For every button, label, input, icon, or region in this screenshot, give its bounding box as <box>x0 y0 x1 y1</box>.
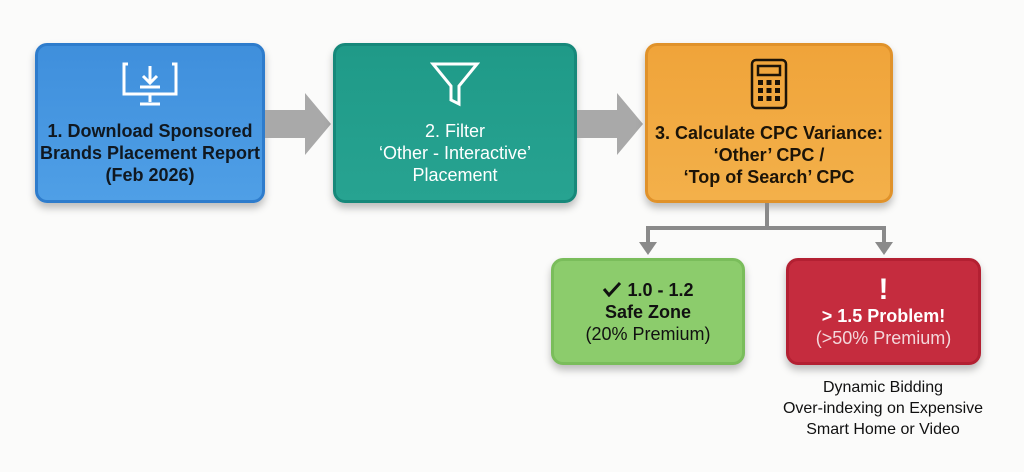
step-3-line-3: ‘Top of Search’ CPC <box>683 167 855 187</box>
calculator-icon <box>750 58 788 110</box>
problem-caption: Dynamic Bidding Over-indexing on Expensi… <box>773 377 993 440</box>
step-2-filter-placement: 2. Filter ‘Other - Interactive’ Placemen… <box>333 43 577 203</box>
caption-line-3: Smart Home or Video <box>806 421 960 438</box>
caption-line-1: Dynamic Bidding <box>822 379 944 396</box>
step-2-line-3: Placement <box>412 165 498 185</box>
step-3-calculate-cpc-variance: 3. Calculate CPC Variance: ‘Other’ CPC /… <box>645 43 893 203</box>
checkmark-icon <box>603 281 622 297</box>
connector-horizontal <box>646 226 886 230</box>
safe-range-row: 1.0 - 1.2 <box>602 279 694 301</box>
problem-note: (>50% Premium) <box>815 327 952 348</box>
step-3-line-2: ‘Other’ CPC / <box>713 145 825 165</box>
outcome-safe-zone: 1.0 - 1.2 Safe Zone (20% Premium) <box>551 258 745 365</box>
safe-range: 1.0 - 1.2 <box>627 279 694 300</box>
arrow-step-2-to-3 <box>577 93 643 155</box>
monitor-download-icon <box>122 62 178 106</box>
step-2-line-2: ‘Other - Interactive’ <box>378 143 532 163</box>
caption-line-2: Over-indexing on Expensive <box>782 400 984 417</box>
arrow-to-problem <box>875 226 893 255</box>
step-1-line-1: 1. Download Sponsored <box>47 121 253 141</box>
connector-vertical <box>765 203 769 229</box>
safe-note: (20% Premium) <box>585 323 711 344</box>
outcome-problem: ! > 1.5 Problem! (>50% Premium) <box>786 258 981 365</box>
step-1-line-3: (Feb 2026) <box>105 165 195 185</box>
exclamation-icon: ! <box>878 272 889 306</box>
arrow-to-safe-zone <box>639 226 657 255</box>
step-1-download-report: 1. Download Sponsored Brands Placement R… <box>35 43 265 203</box>
funnel-icon <box>430 62 480 107</box>
arrow-step-1-to-2 <box>265 93 331 155</box>
step-2-line-1: 2. Filter <box>424 121 485 141</box>
problem-title: > 1.5 Problem! <box>821 305 946 326</box>
step-3-line-1: 3. Calculate CPC Variance: <box>654 123 884 143</box>
safe-title: Safe Zone <box>604 301 692 322</box>
step-1-line-2: Brands Placement Report <box>39 143 261 163</box>
